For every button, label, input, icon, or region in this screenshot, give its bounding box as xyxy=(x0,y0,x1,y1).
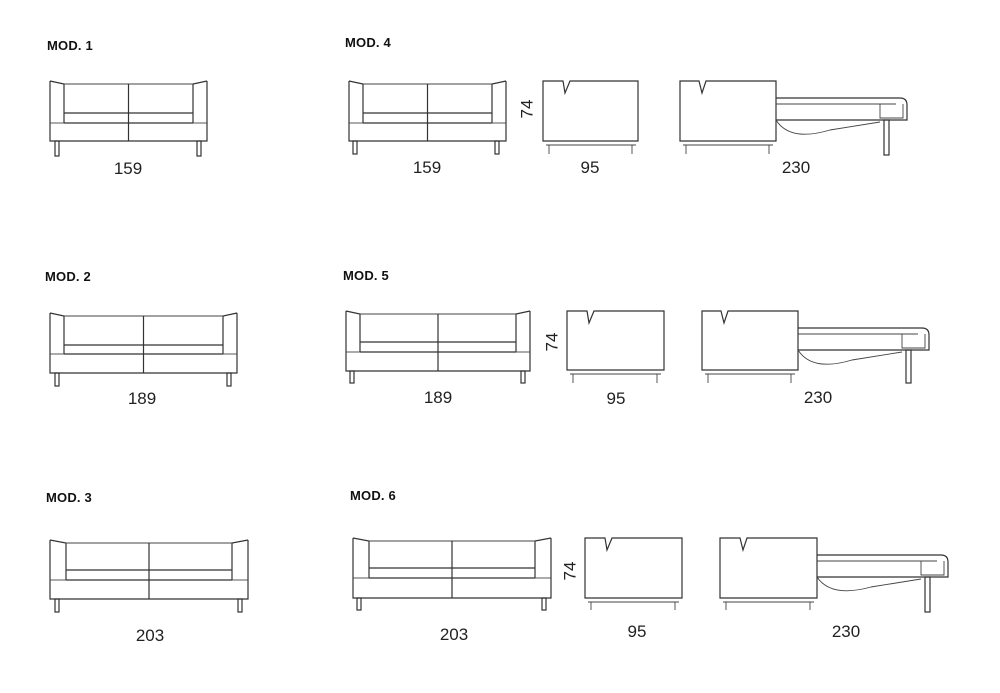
mod-6-depth-label: 95 xyxy=(627,622,647,641)
mod-3-front-view xyxy=(49,539,249,613)
mod-5-front-view xyxy=(345,310,531,384)
mod-4-front-view xyxy=(348,80,507,155)
mod-3-width-label: 203 xyxy=(135,626,165,645)
mod-6-title: MOD. 6 xyxy=(350,488,396,503)
mod-6-side-view-closed xyxy=(584,537,683,610)
mod-1-front-view xyxy=(49,80,208,157)
mod-4-width-label: 159 xyxy=(412,158,442,177)
mod-6-open-length-label: 230 xyxy=(831,622,861,641)
mod-4-open-length-label: 230 xyxy=(781,158,811,177)
mod-1-title: MOD. 1 xyxy=(47,38,93,53)
mod-2-width-label: 189 xyxy=(127,389,157,408)
mod-5-side-view-open xyxy=(701,310,930,384)
mod-4-depth-label: 95 xyxy=(580,158,600,177)
mod-5-width-label: 189 xyxy=(423,388,453,407)
mod-5-depth-label: 95 xyxy=(606,389,626,408)
mod-6-side-view-open xyxy=(719,537,949,613)
mod-6-front-view xyxy=(352,537,552,611)
mod-2-front-view xyxy=(49,312,238,387)
mod-4-title: MOD. 4 xyxy=(345,35,391,50)
mod-5-side-view-closed xyxy=(566,310,665,383)
mod-5-open-length-label: 230 xyxy=(803,388,833,407)
mod-4-side-view-closed xyxy=(542,80,639,154)
mod-6-width-label: 203 xyxy=(439,625,469,644)
mod-5-title: MOD. 5 xyxy=(343,268,389,283)
mod-3-title: MOD. 3 xyxy=(46,490,92,505)
mod-2-title: MOD. 2 xyxy=(45,269,91,284)
mod-1-width-label: 159 xyxy=(113,159,143,178)
mod-4-side-view-open xyxy=(679,80,908,156)
